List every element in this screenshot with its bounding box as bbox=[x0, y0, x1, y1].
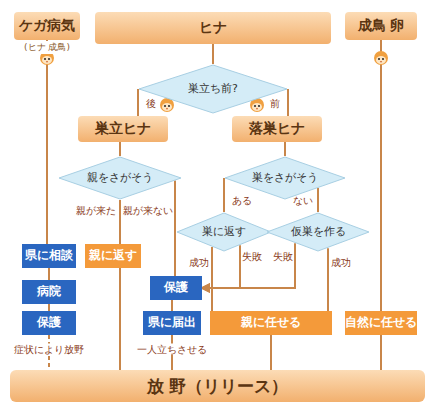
action-box: 自然に任せる bbox=[345, 311, 417, 335]
connector bbox=[317, 188, 319, 212]
node-label: 巣立ヒナ bbox=[95, 121, 151, 136]
outcome-band: 放 野（リリース） bbox=[10, 370, 425, 402]
node-label: 仮巣を作る bbox=[291, 226, 346, 238]
edge-label: 症状により放野 bbox=[12, 344, 86, 355]
connector bbox=[287, 89, 289, 116]
category-box: ケガ病気(ヒナ 成鳥) bbox=[14, 12, 80, 40]
connector bbox=[48, 268, 50, 280]
diamond-shape bbox=[139, 65, 287, 113]
action-box: 病院 bbox=[22, 280, 76, 304]
chick-face bbox=[162, 103, 172, 111]
chick-eye bbox=[48, 58, 50, 60]
chick-beak bbox=[46, 61, 48, 63]
edge-label: ある bbox=[232, 195, 252, 206]
node-label: 巣立ち前? bbox=[188, 83, 238, 95]
chick-beak bbox=[256, 108, 258, 110]
connector bbox=[46, 40, 48, 244]
node-label: 病院 bbox=[37, 285, 61, 298]
category-box: 落巣ヒナ bbox=[232, 116, 322, 142]
edge-label: ない bbox=[293, 195, 313, 206]
chick-face bbox=[376, 56, 386, 64]
connector bbox=[380, 335, 382, 370]
chick-beak bbox=[380, 61, 382, 63]
connector bbox=[212, 44, 214, 64]
action-box: 保護 bbox=[22, 311, 76, 335]
chick-head bbox=[374, 51, 388, 65]
edge-label: 前 bbox=[270, 98, 280, 109]
category-box: 巣立ヒナ bbox=[78, 116, 168, 142]
connector bbox=[211, 247, 213, 311]
node-label: 親に任せる bbox=[241, 316, 301, 329]
chick-face bbox=[252, 103, 262, 111]
node-label: 県に届出 bbox=[148, 316, 196, 329]
connector bbox=[327, 248, 329, 311]
node-label: 保護 bbox=[37, 316, 61, 329]
chick-eye bbox=[44, 58, 46, 60]
decision-diamond: 巣立ち前? bbox=[138, 64, 288, 114]
node-label: 自然に任せる bbox=[345, 316, 417, 329]
chick-eye bbox=[164, 105, 166, 107]
category-box: ヒナ bbox=[95, 12, 331, 44]
edge-label: 親が来た bbox=[76, 205, 116, 216]
edge-label: 親が来ない bbox=[123, 205, 173, 216]
node-label: 落巣ヒナ bbox=[249, 121, 305, 136]
connector bbox=[119, 200, 121, 244]
diamond-shape bbox=[267, 213, 369, 251]
connector bbox=[119, 142, 121, 156]
action-box: 県に届出 bbox=[143, 311, 201, 335]
category-box: 成鳥 卵 bbox=[345, 12, 417, 40]
node-label: ヒナ bbox=[199, 20, 227, 35]
connector bbox=[119, 268, 121, 370]
node-label: 放 野（リリース） bbox=[147, 377, 289, 396]
chick-beak bbox=[166, 108, 168, 110]
node-label: 保護 bbox=[164, 281, 188, 294]
chick-icon bbox=[374, 51, 388, 65]
connector bbox=[48, 304, 50, 311]
connector bbox=[174, 180, 176, 276]
edge-label: 後 bbox=[146, 98, 156, 109]
diamond-shape bbox=[225, 157, 345, 199]
node-label: 巣をさがそう bbox=[252, 172, 318, 184]
action-box: 保護 bbox=[150, 276, 202, 300]
action-box: 親に返す bbox=[85, 244, 141, 268]
chick-face bbox=[42, 56, 52, 64]
chick-eye bbox=[382, 58, 384, 60]
action-box: 県に相談 bbox=[22, 244, 76, 268]
decision-diamond: 巣に返す bbox=[176, 212, 272, 252]
chick-eye bbox=[254, 105, 256, 107]
node-label: ケガ病気 bbox=[19, 18, 75, 33]
edge-label: 成功 bbox=[331, 257, 351, 268]
connector bbox=[223, 178, 225, 212]
connector bbox=[270, 335, 272, 370]
connector bbox=[284, 142, 286, 156]
node-label: 成鳥 卵 bbox=[358, 18, 405, 33]
edge-label: 失敗 bbox=[273, 251, 293, 262]
chick-eye bbox=[168, 105, 170, 107]
chick-eye bbox=[258, 105, 260, 107]
connector bbox=[137, 89, 139, 116]
node-label: 県に相談 bbox=[25, 249, 73, 262]
decision-diamond: 仮巣を作る bbox=[266, 212, 370, 252]
node-label: 親に返す bbox=[89, 249, 137, 262]
node-label: 巣に返す bbox=[202, 226, 246, 238]
chick-eye bbox=[378, 58, 380, 60]
connector bbox=[380, 40, 382, 311]
decision-diamond: 親をさがそう bbox=[58, 156, 182, 200]
decision-diamond: 巣をさがそう bbox=[224, 156, 346, 200]
connector bbox=[171, 300, 173, 311]
diamond-shape bbox=[59, 157, 181, 199]
connector bbox=[202, 243, 295, 288]
node-subtitle: (ヒナ 成鳥) bbox=[8, 41, 86, 54]
edge-label: 一人立ちさせる bbox=[135, 344, 209, 355]
node-label: 親をさがそう bbox=[87, 172, 153, 184]
diamond-shape bbox=[177, 213, 271, 251]
edge-label: 成功 bbox=[189, 257, 209, 268]
edge-label: 失敗 bbox=[242, 251, 262, 262]
action-box: 親に任せる bbox=[210, 311, 332, 335]
